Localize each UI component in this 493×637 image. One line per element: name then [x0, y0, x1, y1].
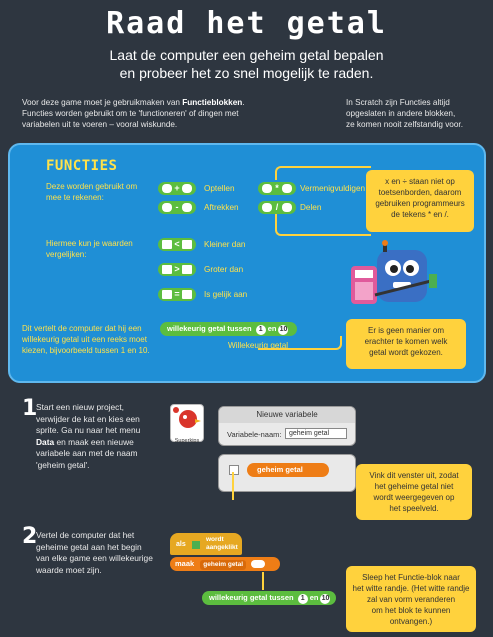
optellen-label: Optellen — [204, 184, 235, 193]
dialog-label: Variabele-naam: — [227, 430, 282, 439]
connector-line — [232, 472, 234, 500]
functies-title: FUNCTIES — [46, 158, 118, 174]
note-drag: Sleep het Functie-blok naar het witte ra… — [346, 566, 476, 632]
less-than-block: < — [158, 238, 196, 251]
intro-text-right: In Scratch zijn Functies altijd opgeslat… — [346, 98, 463, 129]
robot-illustration — [351, 240, 437, 304]
connector-line — [275, 214, 371, 236]
note-signs: x en ÷ staan niet op toetsenborden, daar… — [366, 170, 474, 232]
step-number: 2 — [22, 524, 38, 549]
sprite-thumbnail[interactable]: Superkips — [170, 404, 204, 444]
groter-label: Groter dan — [204, 265, 244, 274]
set-variable-block[interactable]: maak geheim getal — [170, 557, 280, 571]
variable-name-input[interactable]: geheim getal — [285, 428, 347, 439]
note-checkbox: Vink dit venster uit, zodat het geheime … — [356, 464, 472, 520]
connector-line — [258, 336, 342, 350]
vermenigvuldigen-label: Vermenigvuldigen — [300, 184, 366, 193]
when-flag-clicked-block[interactable]: als wordt aangeklikt — [170, 533, 242, 555]
intro-text-left: Voor deze game moet je gebruikmaken van … — [22, 98, 245, 129]
green-flag-icon — [192, 541, 200, 549]
aftrekken-label: Aftrekken — [204, 203, 239, 212]
equals-block: = — [158, 288, 196, 301]
compare-label: Hiermee kun je waarden vergelijken: — [46, 239, 133, 259]
subtract-block: - — [158, 201, 196, 214]
kleiner-label: Kleiner dan — [204, 240, 246, 249]
sprite-name: Superkips — [174, 438, 200, 444]
variable-block[interactable]: geheim getal — [247, 463, 329, 477]
divide-block: / — [258, 201, 296, 214]
random-label: Dit vertelt de computer dat hij een will… — [22, 324, 150, 355]
page-subtitle: Laat de computer een geheim getal bepale… — [109, 47, 384, 81]
greater-than-block: > — [158, 263, 196, 276]
connector-line — [275, 166, 371, 180]
step2-text: Vertel de computer dat het geheime getal… — [36, 530, 153, 575]
page-title: Raad het getal — [106, 6, 387, 41]
empty-slot[interactable] — [251, 560, 266, 569]
multiply-block: * — [258, 182, 296, 195]
step-number: 1 — [22, 396, 38, 421]
variable-panel: geheim getal — [218, 454, 356, 492]
gelijk-label: Is gelijk aan — [204, 290, 248, 299]
chicken-icon — [173, 407, 201, 428]
connector-line — [262, 572, 274, 590]
calc-label: Deze worden gebruikt om mee te rekenen: — [46, 182, 138, 202]
add-block: + — [158, 182, 196, 195]
variable-checkbox[interactable] — [229, 465, 239, 475]
note-secret: Er is geen manier om erachter te komen w… — [346, 319, 466, 369]
step1-text: Start een nieuw project, verwijder de ka… — [36, 402, 141, 470]
new-variable-dialog: Nieuwe variabele Variabele-naam: geheim … — [218, 406, 356, 446]
dialog-title: Nieuwe variabele — [219, 407, 355, 423]
delen-label: Delen — [300, 203, 322, 212]
